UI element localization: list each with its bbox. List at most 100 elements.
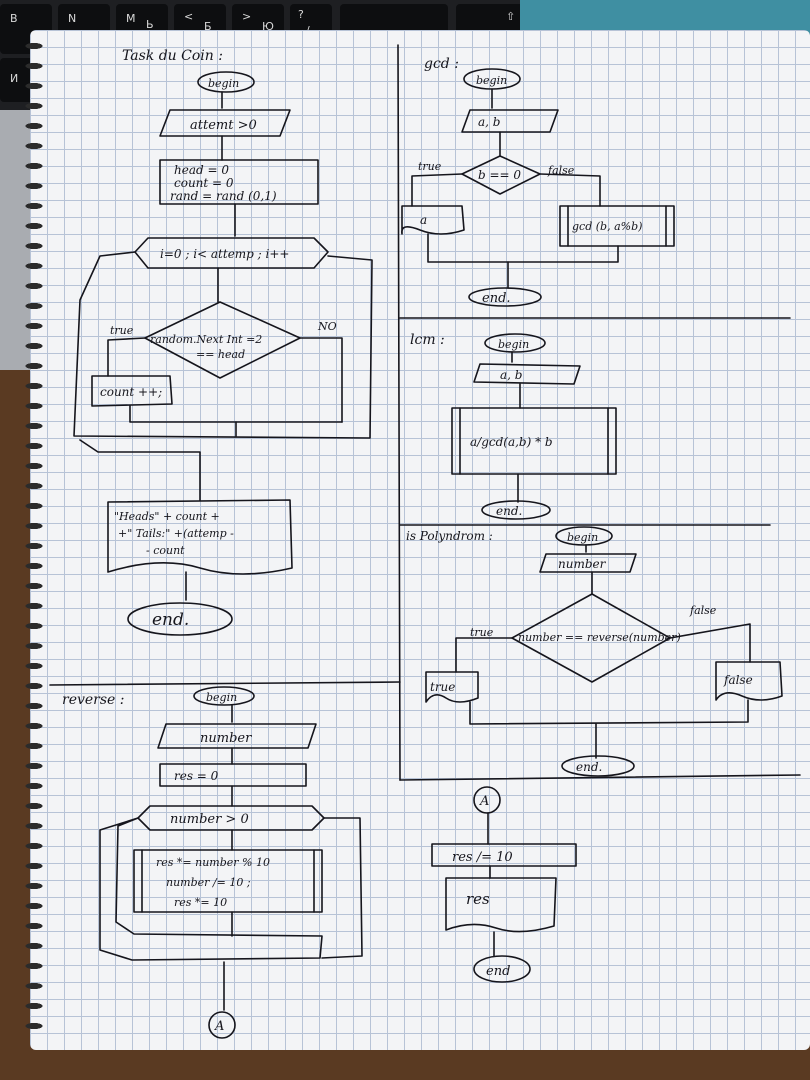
reverse-input-label: number [200, 731, 252, 746]
coin-begin-label: begin [208, 77, 239, 90]
continuation-process-box [431, 843, 577, 867]
reverse-body-line: res *= number % 10 [156, 856, 270, 869]
coin-output-line: - count [146, 544, 185, 557]
coin-loop-label: i=0 ; i< attemp ; i++ [160, 247, 290, 261]
notebook-spiral [12, 40, 52, 1040]
gcd-title: gcd : [424, 56, 459, 72]
gcd-input-label: a, b [478, 115, 500, 129]
gcd-true-output [401, 205, 465, 235]
reverse-connector-out [208, 1011, 236, 1039]
coin-output-line: +" Tails:" +(attemp - [118, 527, 234, 540]
reverse-body-line: res *= 10 [174, 896, 227, 909]
divider-palindrome-bottom [399, 774, 801, 781]
reverse-init-box [159, 763, 307, 787]
coin-init-box [159, 159, 319, 205]
coin-output-document [107, 499, 293, 575]
reverse-begin-label: begin [206, 691, 237, 704]
coin-input-label: attemt >0 [190, 118, 257, 133]
lcm-input-label: a, b [500, 368, 522, 382]
palindrome-true-output [425, 671, 479, 703]
palindrome-input-label: number [558, 557, 607, 571]
lcm-input-parallelogram [473, 363, 581, 385]
coin-true-label: true [110, 324, 134, 337]
palindrome-end-label: end. [576, 760, 602, 774]
reverse-continuation-flowchart: A res /= 10 res end [431, 786, 577, 983]
coin-condition-line: == head [196, 348, 245, 361]
key-label: M [126, 12, 136, 25]
gcd-condition-label: b == 0 [478, 168, 521, 182]
divider-coin-reverse [49, 681, 401, 686]
lcm-begin-label: begin [498, 338, 529, 351]
continuation-output-label: res [466, 890, 490, 908]
coin-increment-box [91, 375, 173, 407]
reverse-body-line: number /= 10 ; [166, 876, 251, 889]
lcm-flowchart: lcm : begin a, b a/gcd(a,b) * b end. [410, 332, 617, 520]
palindrome-input-parallelogram [539, 553, 637, 573]
shift-icon: ⇧ [506, 10, 516, 23]
reverse-connector-label: A [214, 1019, 224, 1034]
lcm-begin-terminator [484, 333, 546, 353]
gcd-begin-label: begin [476, 74, 507, 87]
coin-init-line: head = 0 [174, 163, 229, 177]
gcd-end-terminator [468, 287, 542, 307]
continuation-connector-label: A [479, 794, 489, 809]
continuation-end-terminator [473, 955, 531, 983]
key-label: < [184, 10, 194, 23]
palindrome-title: is Polyndrom : [406, 529, 493, 543]
key-label: N [68, 12, 77, 25]
gcd-false-call-label: gcd (b, a%b) [572, 220, 642, 233]
palindrome-true-output-label: true [430, 680, 455, 694]
coin-title: Task du Coin : [122, 48, 223, 64]
continuation-output-document [445, 877, 557, 933]
reverse-body-box [133, 849, 323, 913]
reverse-title: reverse : [62, 692, 125, 708]
key-label: ? [298, 8, 304, 21]
coin-init-line: count = 0 [174, 176, 234, 190]
reverse-input-parallelogram [157, 723, 317, 749]
key-label: Ю [262, 20, 274, 33]
gcd-flowchart: gcd : begin a, b b == 0 true false a gcd… [401, 56, 675, 307]
lcm-end-terminator [481, 500, 551, 520]
lcm-process-box [451, 407, 617, 475]
coin-loop-hexagon [134, 237, 329, 269]
coin-input-parallelogram [159, 109, 291, 137]
palindrome-false-output-label: false [723, 673, 753, 687]
coin-flowchart: Task du Coin : begin attemt >0 head = 0 … [73, 48, 373, 636]
coin-increment-label: count ++; [100, 385, 162, 399]
reverse-flowchart: reverse : begin number res = 0 number > … [62, 686, 363, 1039]
reverse-loop-label: number > 0 [170, 812, 249, 827]
palindrome-false-label: false [689, 604, 717, 617]
coin-end-label: end. [152, 610, 189, 630]
lcm-end-label: end. [496, 504, 522, 518]
continuation-end-label: end [486, 964, 510, 979]
key-label: > [242, 10, 252, 23]
palindrome-condition-label: number == reverse(number) [518, 631, 681, 644]
coin-end-terminator [127, 602, 233, 636]
gcd-input-parallelogram [461, 109, 559, 133]
coin-condition-line: random.Next Int =2 [150, 333, 262, 346]
gcd-true-label: true [418, 160, 442, 173]
gcd-true-output-label: a [420, 213, 427, 227]
key-label: B [10, 12, 18, 25]
palindrome-begin-terminator [555, 526, 613, 546]
coin-no-label: NO [317, 320, 337, 333]
gcd-end-label: end. [482, 291, 511, 306]
gcd-recursive-call [559, 205, 675, 247]
palindrome-end-terminator [561, 755, 635, 777]
lcm-process-label: a/gcd(a,b) * b [470, 435, 553, 449]
palindrome-false-output [715, 661, 783, 701]
key-label: Б [204, 20, 212, 33]
coin-init-line: rand = rand (0,1) [170, 189, 277, 203]
reverse-init-label: res = 0 [174, 769, 219, 783]
palindrome-begin-label: begin [567, 531, 598, 544]
vertical-divider [397, 44, 401, 781]
coin-output-line: "Heads" + count + [114, 510, 220, 523]
reverse-begin-terminator [193, 686, 255, 706]
continuation-connector-in [473, 786, 501, 814]
palindrome-true-label: true [470, 626, 494, 639]
key-label: Ь [146, 18, 154, 31]
continuation-process-label: res /= 10 [452, 850, 513, 865]
coin-begin-terminator [197, 71, 255, 93]
lcm-title: lcm : [410, 332, 445, 348]
